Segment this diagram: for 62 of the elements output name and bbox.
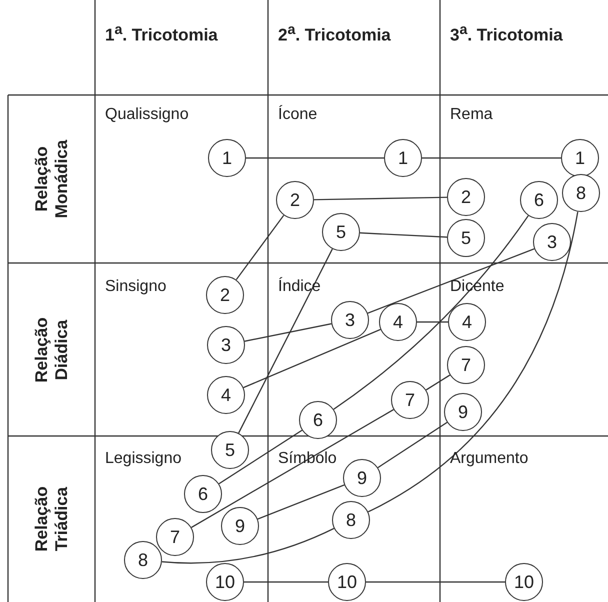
number-circle: 1: [208, 139, 246, 177]
connector-line: [333, 215, 529, 410]
number-circle: 7: [447, 346, 485, 384]
cell-label: Ícone: [278, 106, 318, 124]
row-header: Relação Monádica: [32, 138, 72, 220]
connector-line: [360, 232, 448, 238]
connector-line: [218, 430, 302, 484]
number-circle: 5: [322, 213, 360, 251]
number-circle: 3: [533, 223, 571, 261]
connector-line: [368, 248, 534, 314]
number-circle: 6: [184, 475, 222, 513]
number-circle: 10: [328, 563, 366, 601]
cell-label: Argumento: [450, 450, 528, 468]
number-circle: 10: [206, 563, 244, 601]
connector-line: [422, 157, 561, 159]
number-circle: 7: [391, 381, 429, 419]
number-circle: 5: [447, 219, 485, 257]
number-circle: 2: [206, 276, 244, 314]
number-circle: 6: [520, 181, 558, 219]
number-circle: 7: [156, 518, 194, 556]
connector-line: [236, 214, 284, 280]
number-circle: 4: [448, 303, 486, 341]
connector-line: [257, 484, 345, 520]
connector-line: [191, 409, 394, 528]
connector-line: [314, 196, 448, 200]
cell-label: Rema: [450, 106, 493, 124]
connector-line: [417, 321, 448, 323]
connector-line: [244, 323, 332, 342]
number-circle: 3: [207, 326, 245, 364]
connector-line: [238, 248, 333, 434]
connector-line: [162, 528, 334, 564]
connector-line: [244, 581, 328, 583]
connector-line: [246, 157, 384, 159]
connector-line: [243, 328, 381, 388]
number-circle: 1: [561, 139, 599, 177]
column-header: 2$^{a}$. Tricotomia: [278, 22, 391, 46]
connector-line: [378, 422, 448, 468]
connector-line: [426, 374, 450, 390]
number-circle: 9: [444, 393, 482, 431]
row-header: Relação Diádica: [32, 316, 72, 385]
column-header: 3$^{a}$. Tricotomia: [450, 22, 563, 46]
cell-label: Qualissigno: [105, 106, 189, 124]
number-circle: 5: [211, 431, 249, 469]
number-circle: 1: [384, 139, 422, 177]
number-circle: 2: [276, 181, 314, 219]
number-circle: 4: [379, 303, 417, 341]
number-circle: 8: [124, 541, 162, 579]
connector-line: [366, 581, 505, 583]
number-circle: 3: [331, 301, 369, 339]
number-circle: 9: [343, 459, 381, 497]
cell-label: Legissigno: [105, 450, 182, 468]
column-header: 1$^{a}$. Tricotomia: [105, 22, 218, 46]
number-circle: 2: [447, 178, 485, 216]
number-circle: 9: [221, 507, 259, 545]
row-header: Relação Triádica: [32, 485, 72, 554]
number-circle: 8: [332, 501, 370, 539]
connector-line: [368, 212, 578, 512]
cell-label: Sinsigno: [105, 278, 166, 296]
number-circle: 6: [299, 401, 337, 439]
number-circle: 4: [207, 376, 245, 414]
number-circle: 10: [505, 563, 543, 601]
number-circle: 8: [562, 174, 600, 212]
